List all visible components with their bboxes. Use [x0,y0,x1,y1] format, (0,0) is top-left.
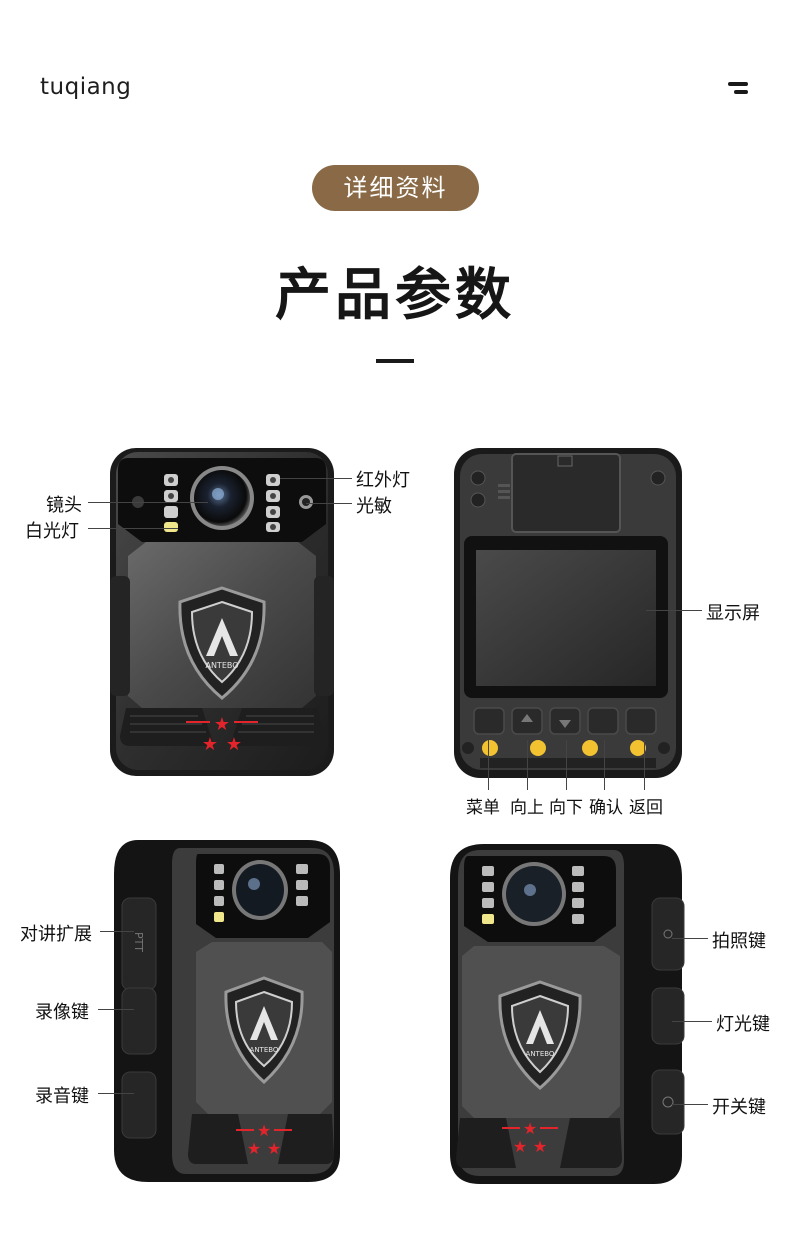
label-btn-back: 返回 [629,798,663,818]
menu-icon[interactable] [728,80,752,98]
svg-text:★: ★ [513,1137,527,1156]
svg-text:★: ★ [257,1121,271,1140]
camera-front-image: ANTEBO ★ ★ ★ [110,448,334,776]
svg-text:★: ★ [533,1137,547,1156]
label-ir-light: 红外灯 [356,470,410,491]
label-light-key: 灯光键 [716,1014,770,1035]
label-btn-down: 向下 [549,798,583,818]
front-badge-text: ANTEBO [205,661,238,670]
label-btn-menu: 菜单 [466,798,500,818]
svg-text:★: ★ [202,734,218,755]
label-screen: 显示屏 [706,603,760,624]
svg-text:★: ★ [523,1119,537,1138]
brand-logo-text[interactable]: tuqiang [40,74,132,100]
page-title: 产品参数 [275,263,515,328]
label-lens: 镜头 [46,495,82,516]
right-badge-text: ANTEBO [526,1050,555,1058]
left-badge-text: ANTEBO [250,1046,279,1054]
label-btn-ok: 确认 [589,798,623,818]
title-divider [376,359,414,363]
label-ptt: 对讲扩展 [20,924,92,945]
label-power-key: 开关键 [712,1097,766,1118]
label-white-light: 白光灯 [25,521,79,542]
label-photo-key: 拍照键 [712,931,766,952]
label-video-key: 录像键 [35,1002,89,1023]
svg-text:★: ★ [247,1139,261,1158]
camera-left-side-image: PTT ANTEBO ★ ★ ★ [114,840,340,1182]
label-light-sensor: 光敏 [356,496,392,517]
ptt-engraving: PTT [132,932,145,952]
section-pill: 详细资料 [312,165,479,211]
camera-right-side-image: ANTEBO ★ ★ ★ [450,844,685,1184]
svg-text:★: ★ [267,1139,281,1158]
camera-back-image [454,448,682,778]
label-audio-key: 录音键 [35,1086,89,1107]
label-btn-up: 向上 [510,798,544,818]
svg-text:★: ★ [226,734,242,755]
svg-text:★: ★ [214,714,230,735]
